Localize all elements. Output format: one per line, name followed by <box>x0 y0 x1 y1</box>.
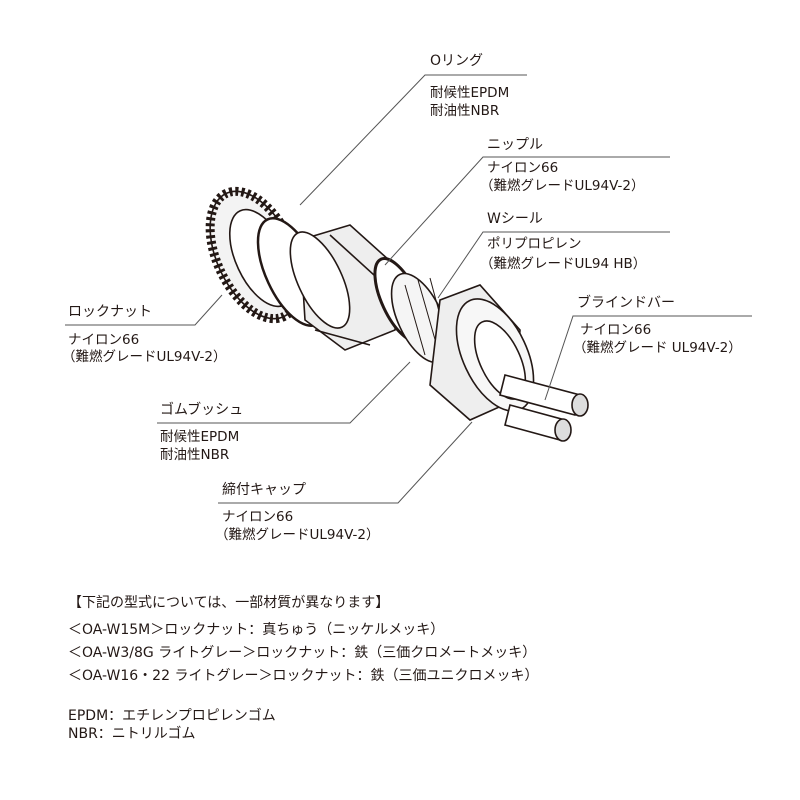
label-line: （難燃グレードUL94V-2） <box>62 349 227 365</box>
label-title: 締付キャップ <box>222 482 306 498</box>
notes-heading: 【下記の型式については、一部材質が異なります】 <box>68 595 390 611</box>
label-title: Oリング <box>430 53 484 69</box>
blindbar-part <box>499 374 589 442</box>
label-title: ブラインドバー <box>577 295 675 311</box>
label-line: 耐油性NBR <box>430 103 500 119</box>
label-line: 耐候性EPDM <box>160 429 240 445</box>
label-line: ナイロン66 <box>68 332 140 348</box>
nipple-part <box>289 224 401 351</box>
label-line: （難燃グレードUL94V-2） <box>480 178 645 194</box>
label-title: ロックナット <box>68 304 152 320</box>
leader-lines <box>65 74 752 504</box>
label-line: ナイロン66 <box>222 509 294 525</box>
label-title: ニップル <box>487 137 543 153</box>
glossary-item: EPDM：エチレンプロピレンゴム <box>68 708 276 724</box>
label-line: （難燃グレードUL94V-2） <box>215 527 380 543</box>
label-title: ゴムブッシュ <box>160 402 244 418</box>
label-title: Wシール <box>487 211 543 227</box>
label-line: ナイロン66 <box>487 160 559 176</box>
label-line: （難燃グレードUL94 HB） <box>480 256 647 272</box>
label-line: ナイロン66 <box>580 322 652 338</box>
note-item: ＜OA-W16・22 ライトグレー＞ロックナット：鉄（三価ユニクロメッキ） <box>68 668 539 684</box>
note-item: ＜OA-W3/8G ライトグレー＞ロックナット：鉄（三価クロメートメッキ） <box>68 645 537 661</box>
label-line: （難燃グレード UL94V-2） <box>573 340 742 356</box>
glossary-item: NBR：ニトリルゴム <box>68 726 196 742</box>
label-line: ポリプロピレン <box>487 236 582 252</box>
label-line: 耐油性NBR <box>160 447 230 463</box>
label-line: 耐候性EPDM <box>430 85 510 101</box>
note-item: ＜OA-W15M＞ロックナット：真ちゅう（ニッケルメッキ） <box>68 622 445 638</box>
